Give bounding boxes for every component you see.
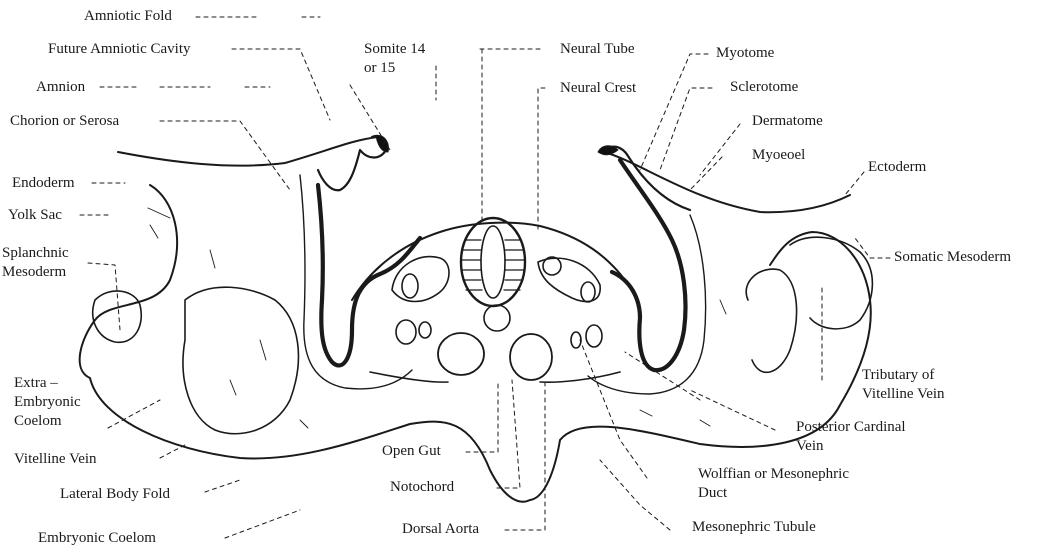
label-amniotic-fold: Amniotic Fold [84,7,172,26]
notochord [484,305,510,331]
label-chorion: Chorion or Serosa [10,112,119,131]
left-body-wall [318,185,420,365]
label-posterior-cardinal-vein: Posterior Cardinal Vein [796,418,906,456]
label-future-amniotic-cavity: Future Amniotic Cavity [48,40,191,59]
label-splanchnic-mesoderm: Splanchnic Mesoderm [2,244,69,282]
label-embryonic-coelom: Embryonic Coelom [38,529,156,548]
label-endoderm: Endoderm [12,174,74,193]
right-fold-tip [598,146,618,155]
label-neural-crest: Neural Crest [560,79,636,98]
left-lobes [183,287,298,434]
label-amnion: Amnion [36,78,85,97]
left-mesonephric-tubule [396,320,416,344]
left-somite-inner [402,274,418,298]
label-extra-embryonic-coelom: Extra – Embryonic Coelom [14,374,81,431]
label-vitelline-vein: Vitelline Vein [14,450,97,469]
right-somite-inner [543,257,561,275]
label-myocoel: Myoeoel [752,146,805,165]
label-lateral-body-fold: Lateral Body Fold [60,485,170,504]
right-somite [538,258,600,301]
body-outline [80,137,871,502]
label-ectoderm: Ectoderm [868,158,926,177]
label-neural-tube: Neural Tube [560,40,635,59]
label-dermatome: Dermatome [752,112,823,131]
label-wolffian-duct: Wolffian or Mesonephric Duct [698,465,849,503]
left-wolffian-duct [419,322,431,338]
left-dorsal-aorta [438,333,484,375]
right-vitelline-vein [790,237,872,329]
right-mesonephric-tubule [586,325,602,347]
right-dorsal-aorta [510,334,552,380]
left-small-lobe [93,291,142,342]
left-fold-tip [376,136,388,152]
label-sclerotome: Sclerotome [730,78,798,97]
neural-tube [461,218,525,306]
label-open-gut: Open Gut [382,442,441,461]
label-dorsal-aorta: Dorsal Aorta [402,520,479,539]
label-somatic-mesoderm: Somatic Mesoderm [894,248,1011,267]
right-body-wall [612,160,686,370]
left-body-wall-inner [300,175,412,389]
label-notochord: Notochord [390,478,454,497]
right-somite-inner-2 [581,282,595,302]
label-somite: Somite 14 or 15 [364,40,425,78]
right-lobes [746,269,796,372]
label-yolk-sac: Yolk Sac [8,206,62,225]
label-tributary-vitelline-vein: Tributary of Vitelline Vein [862,366,945,404]
label-mesonephric-tubule: Mesonephric Tubule [692,518,816,537]
label-myotome: Myotome [716,44,774,63]
left-amniotic-fold [318,136,386,190]
